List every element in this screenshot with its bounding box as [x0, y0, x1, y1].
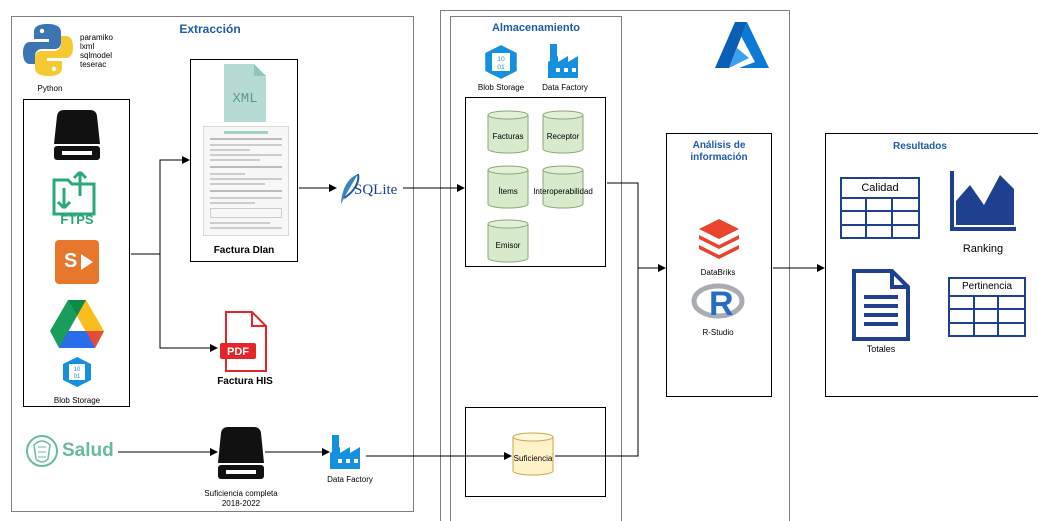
- table-cylinder-suficiencia: Suficiencia: [512, 432, 554, 476]
- svg-text:01: 01: [497, 64, 505, 71]
- analysis-title: Análisis de información: [668, 140, 770, 164]
- table-cylinder-items: Ítems: [487, 165, 529, 209]
- pdf-text: PDF: [227, 346, 249, 358]
- table-name: Interoperabilidad: [533, 187, 593, 196]
- ftps-text: FTPS: [60, 212, 94, 227]
- table-cylinder-facturas: Facturas: [487, 110, 529, 154]
- python-lib: paramiko: [80, 33, 113, 42]
- storage-title: Almacenamiento: [491, 22, 581, 34]
- drive-icon: [54, 110, 100, 160]
- table-name: Facturas: [492, 132, 524, 141]
- extraction-title: Extracción: [179, 22, 241, 36]
- azure-logo-icon: [715, 22, 769, 68]
- calidad-table-icon: Calidad: [840, 177, 920, 239]
- python-lib: teserac: [80, 60, 107, 69]
- analysis-panel: [666, 133, 772, 397]
- salud-label: Salud: [62, 440, 114, 461]
- python-logo-icon: [23, 24, 73, 76]
- sqlite-label: SQLite: [354, 182, 398, 198]
- sharepoint-icon: S: [55, 240, 99, 284]
- invoice-preview: [203, 126, 289, 236]
- storage-blob-label: Blob Storage: [477, 83, 525, 92]
- data-factory-icon: [548, 44, 578, 78]
- suficiencia-completa-label: Suficiencia completa 2018-2022: [191, 489, 291, 509]
- python-label: Python: [37, 84, 63, 93]
- data-factory-label: Data Factory: [327, 475, 373, 484]
- connector-tables-analysis: [607, 182, 666, 272]
- xml-file-icon: XML: [224, 64, 266, 122]
- drive-icon: [218, 427, 264, 479]
- calidad-label: Calidad: [842, 179, 918, 199]
- suficiencia-line1: Suficiencia completa: [204, 489, 278, 498]
- pertinencia-table-icon: Pertinencia: [948, 277, 1026, 337]
- python-libs-list: paramiko lxml sqlmodel teserac: [80, 33, 113, 69]
- svg-text:10: 10: [497, 56, 505, 63]
- ranking-label: Ranking: [962, 243, 1004, 255]
- r-letter: R: [709, 285, 734, 323]
- storage-factory-label: Data Factory: [542, 83, 588, 92]
- table-name: Receptor: [546, 132, 580, 141]
- connector-suficiencia-analysis: [555, 268, 639, 457]
- colombia-coat-of-arms-icon: [26, 435, 58, 467]
- results-title: Resultados: [893, 141, 947, 152]
- analysis-title-line1: Análisis de: [692, 140, 746, 151]
- sqlite-feather-icon: [341, 173, 360, 204]
- totales-document-icon: [852, 269, 910, 341]
- connector-to-dian: [159, 156, 190, 254]
- suficiencia-line2: 2018-2022: [221, 499, 261, 508]
- google-drive-icon: [50, 300, 104, 348]
- table-name: Emisor: [495, 241, 521, 250]
- table-cylinder-emisor: Emisor: [487, 219, 529, 263]
- factura-his-label: Factura HIS: [217, 376, 273, 387]
- table-name: Ítems: [498, 187, 518, 196]
- ranking-chart-icon: [950, 171, 1016, 231]
- svg-text:10: 10: [74, 367, 81, 373]
- xml-text: XML: [232, 91, 257, 107]
- python-lib: sqlmodel: [80, 51, 113, 60]
- factura-dian-label: Factura DIan: [213, 245, 275, 256]
- pertinencia-label: Pertinencia: [950, 279, 1024, 297]
- blob-storage-icon: 10 01: [63, 357, 91, 387]
- ftps-icon: FTPS: [52, 170, 96, 227]
- totales-label: Totales: [866, 344, 896, 354]
- analysis-title-line2: información: [690, 152, 748, 163]
- connector-to-pdf: [159, 254, 218, 352]
- databricks-label: DataBriks: [700, 268, 736, 277]
- databricks-icon: [699, 219, 739, 259]
- table-cylinder-interoperabilidad: Interoperabilidad: [533, 165, 593, 209]
- r-studio-label: R-Studio: [702, 328, 734, 337]
- pdf-file-icon: PDF: [220, 311, 267, 372]
- blob-storage-icon: 10 01: [485, 45, 517, 79]
- data-factory-icon: [330, 435, 360, 469]
- table-cylinder-receptor: Receptor: [542, 110, 584, 154]
- table-name: Suficiencia: [513, 454, 553, 463]
- blob-storage-label: Blob Storage: [53, 396, 101, 405]
- sharepoint-letter: S: [64, 250, 78, 272]
- svg-text:01: 01: [74, 374, 81, 380]
- python-lib: lxml: [80, 42, 95, 51]
- r-studio-icon: [691, 283, 745, 319]
